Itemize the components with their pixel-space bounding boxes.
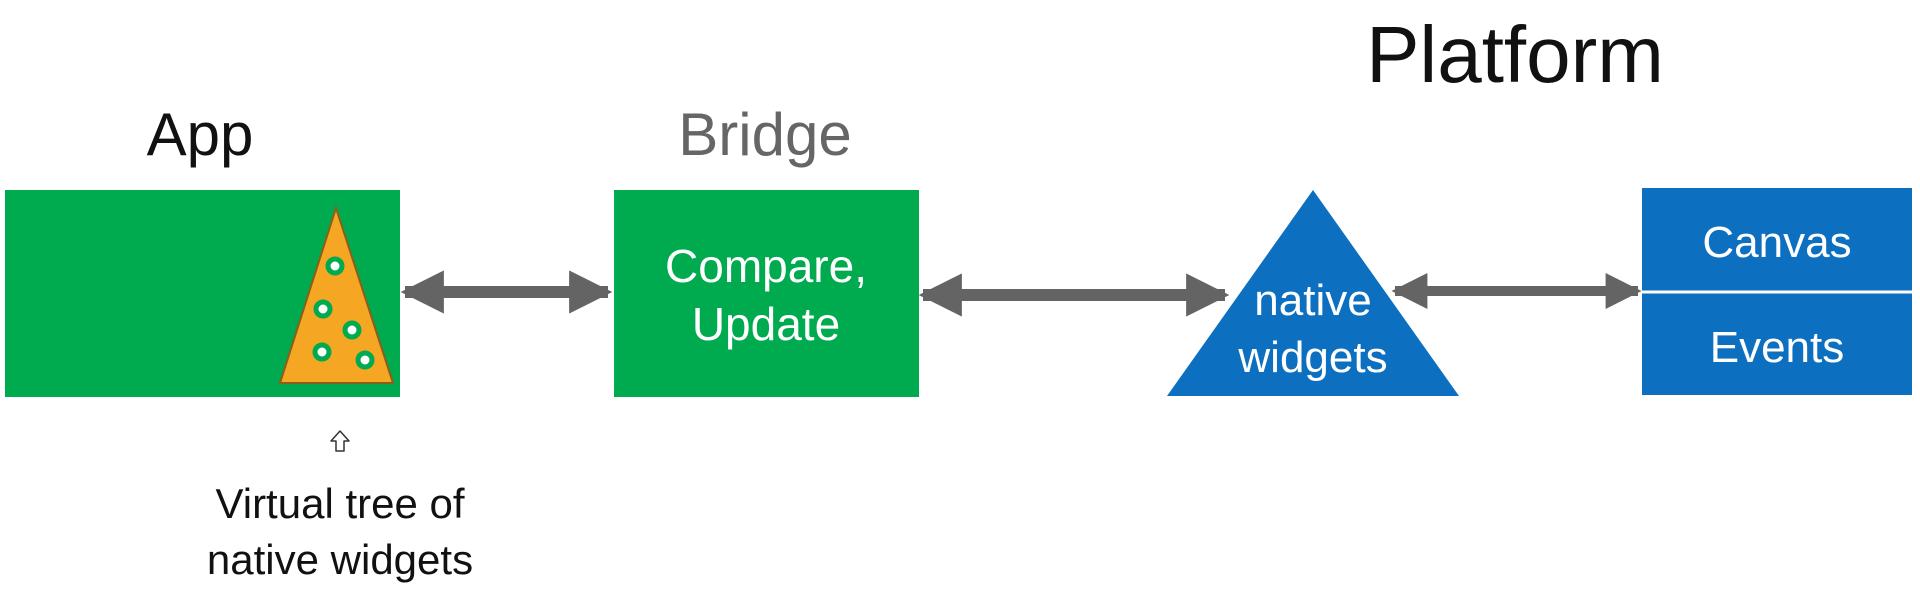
native-widgets-line1: native [1254,276,1371,325]
tree-node-icon [313,299,333,319]
canvas-label: Canvas [1702,218,1851,267]
app-label: App [147,101,254,168]
tree-node-icon [325,256,345,276]
bridge-box-line1: Compare, [665,240,867,292]
platform-label: Platform [1366,10,1664,99]
tree-node-icon [342,320,362,340]
platform-box: Canvas Events [1642,188,1912,395]
native-widgets-line2: widgets [1237,333,1387,382]
virtual-tree-icon [278,204,395,384]
tree-node-icon [312,342,332,362]
virtual-tree-annotation-line1: Virtual tree of [215,480,464,527]
virtual-tree-annotation-line2: native widgets [207,536,473,583]
bridge-label: Bridge [678,101,851,168]
up-arrow-icon [330,430,350,452]
native-widgets-triangle: native widgets [1167,190,1459,396]
tree-node-icon [355,350,375,370]
bridge-box: Compare, Update [614,190,919,397]
events-label: Events [1710,323,1845,372]
bridge-box-line2: Update [692,298,840,350]
app-box [5,190,400,397]
